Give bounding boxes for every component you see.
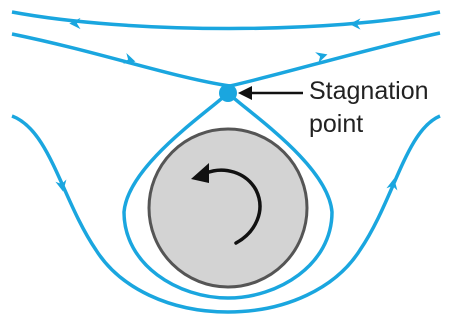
- stagnation-label-line-1: Stagnation: [309, 77, 429, 105]
- rotation-arrow: [204, 168, 262, 245]
- stagnation-point: [219, 84, 237, 102]
- streamline-outer: [11, 114, 441, 314]
- streamline-top: [11, 10, 441, 31]
- stagnation-label-line-2: point: [309, 110, 364, 138]
- annotation-arrowhead-icon: [238, 86, 252, 100]
- streamline-dividing-loop: [122, 90, 334, 300]
- rotating-cylinder: [147, 127, 309, 289]
- rotation-arrowhead-icon: [191, 163, 209, 183]
